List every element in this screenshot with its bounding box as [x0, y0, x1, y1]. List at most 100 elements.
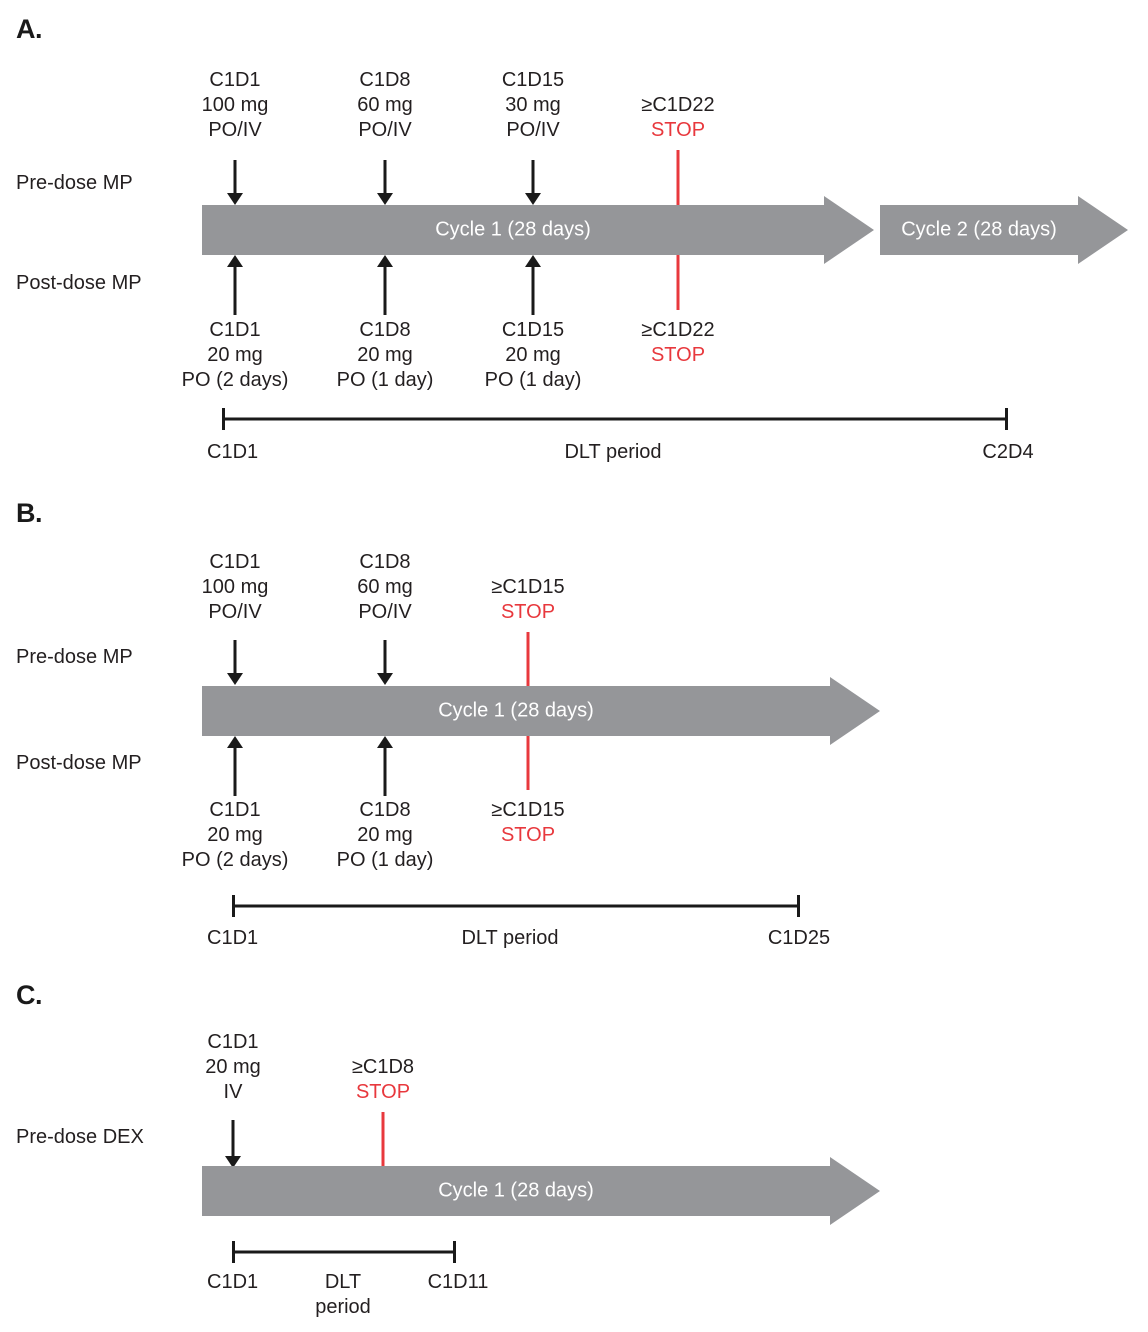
dose-annotation-a-pre-1: C1D8 60 mg PO/IV: [357, 68, 413, 143]
stop-annotation-c-pre: ≥C1D8 STOP: [352, 1055, 414, 1105]
dose-amount: 20 mg: [205, 1056, 261, 1078]
dose-route: PO (1 day): [336, 369, 434, 391]
stop-day: ≥C1D22: [641, 94, 715, 116]
dose-amount: 100 mg: [201, 576, 269, 598]
panel-letter-a: A.: [16, 14, 43, 44]
dlt-end-label-a: C2D4: [982, 441, 1034, 463]
cycle-bar-a-1: Cycle 1 (28 days): [202, 196, 874, 264]
dlt-start-label-b: C1D1: [207, 927, 259, 949]
row-label-c-pre-dose: Pre-dose DEX: [16, 1126, 144, 1148]
dose-amount: 30 mg: [505, 94, 561, 116]
dlt-bracket-c: [232, 1241, 456, 1263]
dose-arrow-a-pre-0: [226, 160, 244, 205]
dose-annotation-b-post-0: C1D1 20 mg PO (2 days): [182, 798, 289, 873]
cycle-bar-label: Cycle 1 (28 days): [438, 1179, 594, 1202]
panel-letter-b: B.: [16, 498, 43, 528]
stop-annotation-a-pre: ≥C1D22 STOP: [641, 93, 714, 143]
stop-label: STOP: [500, 601, 556, 623]
dose-annotation-c-pre-0: C1D1 20 mg IV: [205, 1030, 261, 1105]
dose-route: PO (1 day): [336, 849, 434, 871]
cycle-bar-c-1: Cycle 1 (28 days): [202, 1157, 880, 1225]
row-label-b-post-dose: Post-dose MP: [16, 752, 142, 774]
dlt-end-label-c: C1D11: [427, 1271, 489, 1293]
dose-route: PO/IV: [208, 119, 262, 141]
dose-day: C1D8: [359, 319, 411, 341]
stop-label: STOP: [500, 824, 556, 846]
stop-annotation-b-pre: ≥C1D15 STOP: [491, 575, 564, 625]
dose-amount: 20 mg: [357, 824, 413, 846]
dose-day: C1D1: [209, 319, 261, 341]
row-label-b-pre-dose: Pre-dose MP: [16, 646, 133, 668]
dlt-bracket-b: [232, 895, 800, 917]
dose-arrow-c-pre-0: [224, 1120, 242, 1168]
dose-arrow-b-post-0: [226, 736, 244, 796]
panel-letter-c: C.: [16, 980, 43, 1010]
dose-day: C1D1: [209, 69, 261, 91]
dose-annotation-a-post-1: C1D8 20 mg PO (1 day): [337, 318, 434, 393]
dose-route: PO/IV: [358, 601, 412, 623]
stop-label: STOP: [650, 344, 706, 366]
dose-amount: 20 mg: [207, 344, 263, 366]
dose-day: C1D15: [501, 69, 565, 91]
dose-route: PO (2 days): [181, 849, 289, 871]
dose-day: C1D15: [501, 319, 565, 341]
stop-annotation-a-post: ≥C1D22 STOP: [641, 318, 714, 368]
dose-route: PO/IV: [358, 119, 412, 141]
stop-label: STOP: [650, 119, 706, 141]
dlt-end-label-b: C1D25: [767, 927, 831, 949]
dose-amount: 20 mg: [505, 344, 561, 366]
dose-arrow-b-pre-0: [226, 640, 244, 685]
stop-annotation-b-post: ≥C1D15 STOP: [491, 798, 564, 848]
dose-day: C1D1: [209, 799, 261, 821]
dose-amount: 60 mg: [357, 576, 413, 598]
dose-amount: 20 mg: [357, 344, 413, 366]
dose-amount: 20 mg: [207, 824, 263, 846]
dose-day: C1D8: [359, 799, 411, 821]
dose-annotation-b-pre-1: C1D8 60 mg PO/IV: [357, 550, 413, 625]
dose-route: PO (2 days): [181, 369, 289, 391]
stop-day: ≥C1D15: [491, 799, 565, 821]
dlt-bracket-a: [222, 408, 1008, 430]
dose-annotation-a-post-2: C1D15 20 mg PO (1 day): [485, 318, 582, 393]
dlt-start-label-c: C1D1: [207, 1271, 259, 1293]
cycle-bar-label: Cycle 1 (28 days): [435, 218, 591, 241]
dlt-title-b: DLT period: [461, 927, 559, 949]
row-label-a-pre-dose: Pre-dose MP: [16, 172, 133, 194]
stop-day: ≥C1D15: [491, 576, 565, 598]
cycle-bar-b-1: Cycle 1 (28 days): [202, 677, 880, 745]
dlt-start-label-a: C1D1: [207, 441, 259, 463]
dose-route: PO/IV: [208, 601, 262, 623]
stop-label: STOP: [355, 1081, 411, 1103]
dose-arrow-a-pre-1: [376, 160, 394, 205]
dose-amount: 60 mg: [357, 94, 413, 116]
dose-arrow-a-post-2: [524, 255, 542, 315]
dose-arrow-a-pre-2: [524, 160, 542, 205]
dose-route: PO/IV: [506, 119, 560, 141]
dose-route: IV: [223, 1081, 243, 1103]
dose-day: C1D1: [207, 1031, 259, 1053]
cycle-bar-a-2: Cycle 2 (28 days): [880, 196, 1128, 264]
dose-day: C1D8: [359, 551, 411, 573]
dose-arrow-b-post-1: [376, 736, 394, 796]
dose-annotation-b-post-1: C1D8 20 mg PO (1 day): [337, 798, 434, 873]
dose-annotation-b-pre-0: C1D1 100 mg PO/IV: [202, 550, 269, 625]
dose-day: C1D8: [359, 69, 411, 91]
dose-annotation-a-pre-0: C1D1 100 mg PO/IV: [202, 68, 269, 143]
dlt-title-line-1: DLT: [324, 1271, 362, 1293]
dlt-title-a: DLT period: [564, 441, 662, 463]
stop-day: ≥C1D22: [641, 319, 715, 341]
row-label-a-post-dose: Post-dose MP: [16, 272, 142, 294]
dose-day: C1D1: [209, 551, 261, 573]
cycle-bar-label: Cycle 2 (28 days): [901, 218, 1057, 241]
dose-arrow-b-pre-1: [376, 640, 394, 685]
stop-line-c: [381, 1112, 385, 1170]
dose-route: PO (1 day): [484, 369, 582, 391]
dose-annotation-a-post-0: C1D1 20 mg PO (2 days): [182, 318, 289, 393]
cycle-bar-label: Cycle 1 (28 days): [438, 699, 594, 722]
stop-day: ≥C1D8: [351, 1056, 415, 1078]
dose-arrow-a-post-1: [376, 255, 394, 315]
dose-amount: 100 mg: [201, 94, 269, 116]
dlt-title-line-2: period: [315, 1296, 371, 1318]
dose-annotation-a-pre-2: C1D15 30 mg PO/IV: [502, 68, 564, 143]
dose-arrow-a-post-0: [226, 255, 244, 315]
